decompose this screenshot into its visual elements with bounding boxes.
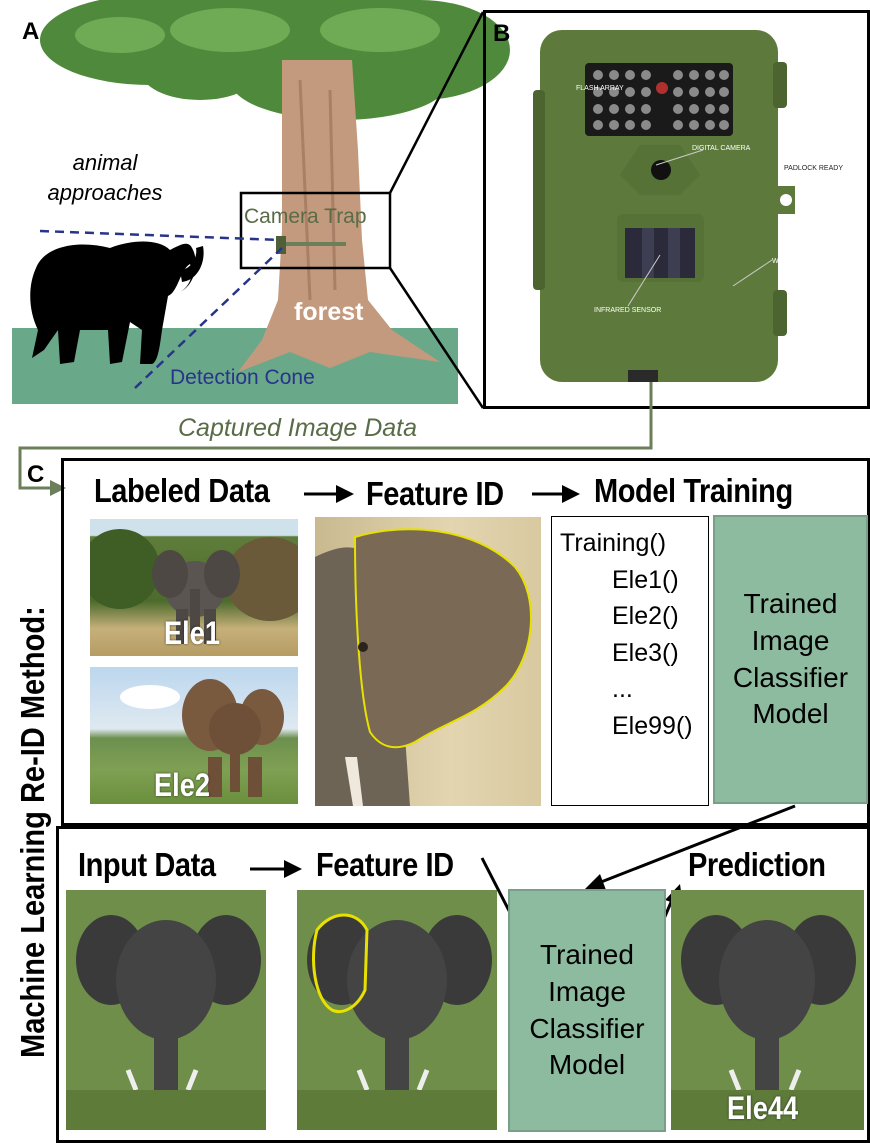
training-code-box: Training() Ele1() Ele2() Ele3() ... Ele9…	[551, 516, 709, 806]
ear-outline-graphic	[315, 528, 532, 806]
code-line-ele1: Ele1()	[612, 565, 679, 594]
input-elephant-graphic	[66, 890, 266, 1130]
prediction-output-photo: Ele44	[671, 890, 864, 1130]
detection-line-upper	[39, 229, 281, 242]
elephant-silhouette	[30, 241, 204, 364]
panel-a-letter: A	[22, 18, 40, 45]
ele2-label: Ele2	[154, 767, 210, 803]
prediction-model-line-1: Trained	[540, 938, 634, 970]
prediction-model-line-4: Model	[548, 1049, 626, 1081]
feature-id-elephant-graphic	[297, 890, 497, 1130]
camera-trap-label: Camera Trap	[244, 205, 367, 228]
panel-a-illustration	[12, 0, 510, 409]
prediction-model-line-3: Classifier	[529, 1012, 645, 1044]
flash-array-label: FLASH ARRAY	[576, 85, 624, 92]
training-row-frame	[61, 458, 870, 826]
trained-model-box-prediction: Trained Image Classifier Model	[508, 889, 666, 1132]
model-line-1: Trained	[743, 587, 838, 619]
animal-approaches-label: animal approaches	[40, 148, 170, 208]
prediction-model-line-2: Image	[548, 975, 626, 1007]
training-header-arrows	[304, 485, 580, 503]
ele1-elephant-graphic	[90, 529, 298, 644]
model-training-heading: Model Training	[594, 472, 793, 509]
tree-trunk	[238, 60, 440, 372]
panel-b-letter: B	[493, 20, 511, 47]
model-line-2: Image	[751, 624, 830, 656]
model-line-3: Classifier	[732, 661, 849, 693]
padlock-ready-label: PADLOCK READY	[784, 165, 843, 172]
training-feature-id-heading: Feature ID	[366, 475, 504, 512]
input-data-heading: Input Data	[78, 846, 216, 883]
captured-data-connector	[18, 382, 653, 496]
panel-b-frame	[483, 10, 870, 409]
prediction-row-frame	[56, 826, 870, 1143]
labeled-data-heading: Labeled Data	[94, 472, 270, 509]
animal-approaches-line2: approaches	[47, 180, 163, 205]
prediction-feature-id-heading: Feature ID	[316, 846, 454, 883]
forest-label: forest	[294, 298, 364, 326]
digital-camera-label: DIGITAL CAMERA	[692, 145, 751, 152]
ele2-elephant-graphic	[120, 679, 284, 797]
feature-id-input-photo	[297, 890, 497, 1130]
code-line-ellipsis: ...	[612, 675, 633, 703]
prediction-heading: Prediction	[688, 846, 826, 883]
panel-c-letter: C	[27, 461, 45, 488]
ele2-photo: Ele2	[90, 667, 298, 804]
weatherproof-case-label: WEATHERPROOF CASE	[772, 258, 853, 265]
code-line-ele2: Ele2()	[612, 602, 679, 630]
code-line-ele3: Ele3()	[612, 638, 679, 667]
input-photo	[66, 890, 266, 1130]
trained-model-box-training: Trained Image Classifier Model	[713, 515, 868, 804]
feature-id-ear-photo	[315, 517, 541, 806]
camera-trap-device	[533, 30, 795, 382]
code-line-training: Training()	[560, 529, 667, 557]
ele1-photo: Ele1	[90, 519, 298, 656]
flash-array	[585, 63, 733, 136]
animal-approaches-line1: animal	[72, 150, 138, 175]
code-line-ele99: Ele99()	[612, 711, 693, 740]
captured-image-data-label: Captured Image Data	[178, 414, 418, 442]
detection-cone-label: Detection Cone	[170, 366, 315, 389]
prediction-elephant-graphic	[671, 890, 864, 1130]
camera-trap-box	[239, 191, 392, 270]
detection-line-lower	[134, 247, 283, 389]
ele44-label: Ele44	[727, 1090, 799, 1126]
model-line-4: Model	[752, 698, 829, 730]
ele1-label: Ele1	[164, 615, 220, 651]
infrared-sensor-label: INFRARED SENSOR	[594, 307, 662, 314]
